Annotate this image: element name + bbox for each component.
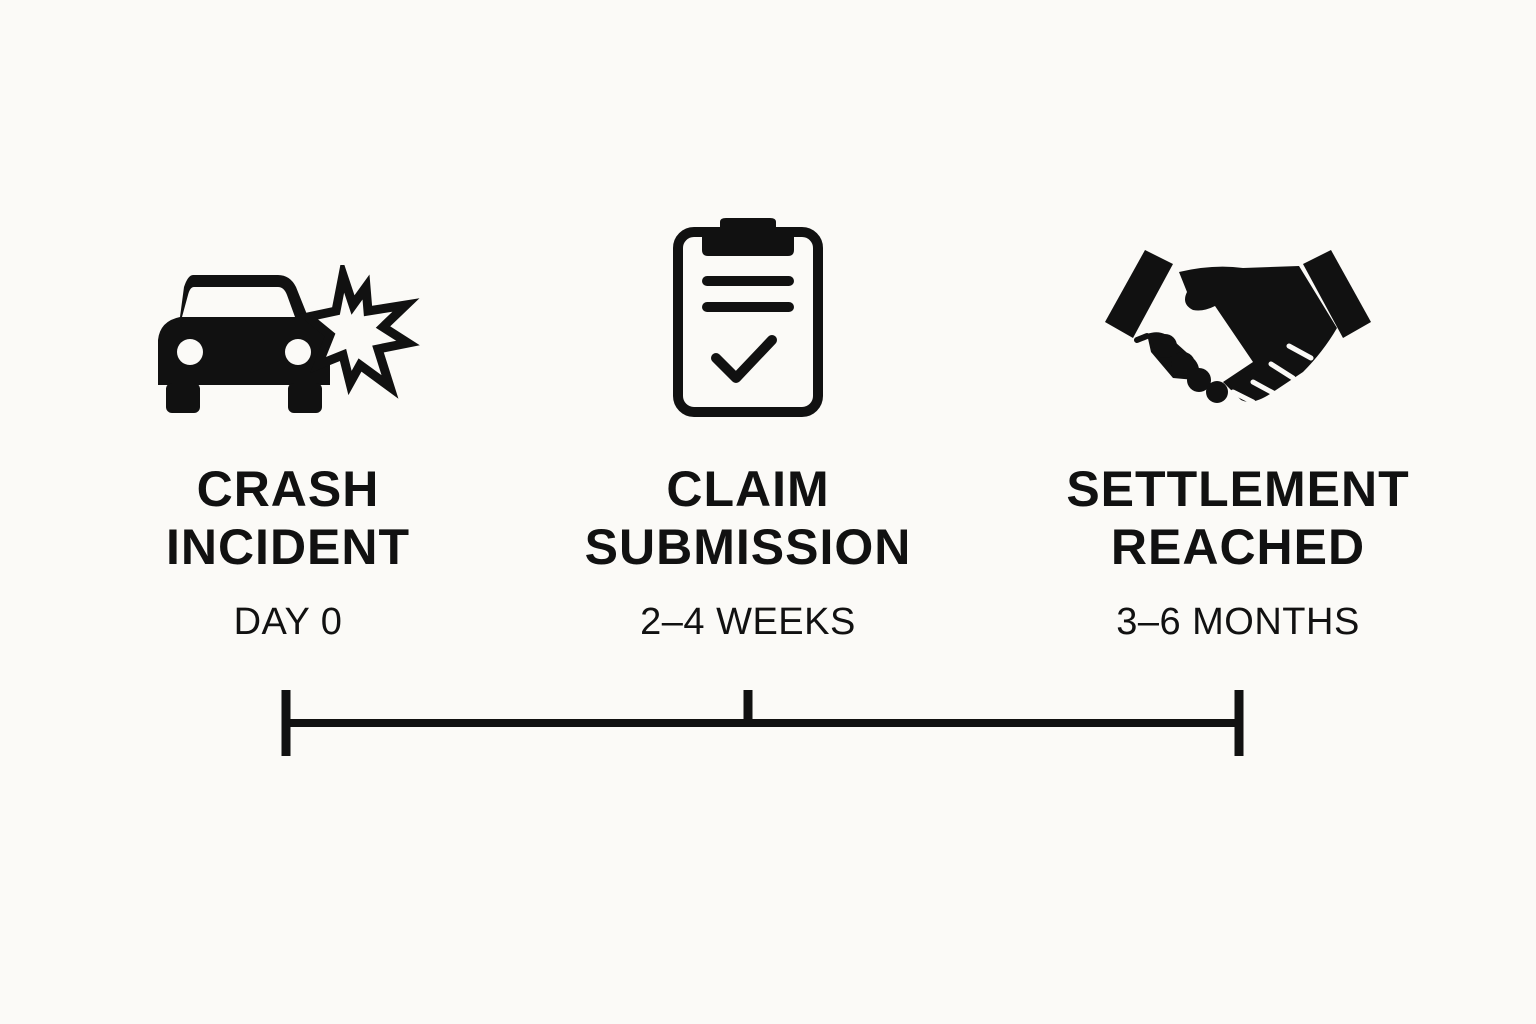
clipboard-check-icon xyxy=(673,218,823,417)
stage-title: CLAIM SUBMISSION xyxy=(584,461,912,575)
stage-title: CRASH INCIDENT xyxy=(165,461,411,575)
stage-duration: 2–4 WEEKS xyxy=(640,601,856,643)
car-crash-icon xyxy=(158,265,420,413)
handshake-icon xyxy=(1105,250,1371,405)
stage-duration: 3–6 MONTHS xyxy=(1116,601,1360,643)
stage-duration: DAY 0 xyxy=(233,601,343,643)
stage-title: SETTLEMENT REACHED xyxy=(1066,461,1410,575)
